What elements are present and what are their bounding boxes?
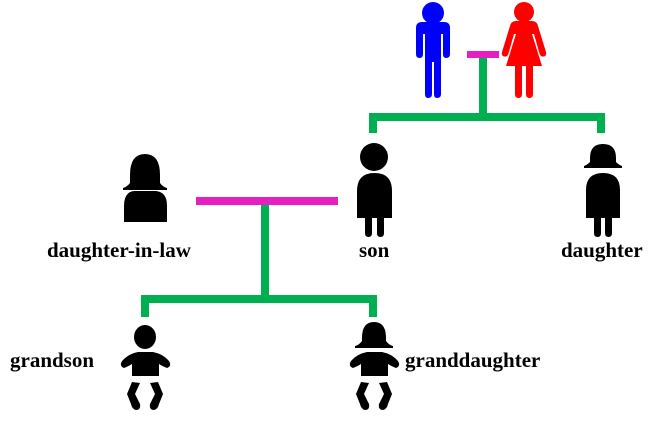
grandparents-descent-stem <box>479 58 487 121</box>
grandparents-marriage-line <box>467 51 499 58</box>
grandson-drop-line <box>141 295 149 317</box>
daughter-in-law-label: daughter-in-law <box>47 238 191 262</box>
daughter-label: daughter <box>561 238 643 262</box>
granddaughter-label: granddaughter <box>405 348 541 372</box>
baby-boy-icon <box>120 325 171 410</box>
man-icon <box>416 2 450 98</box>
woman-icon <box>501 2 547 98</box>
grandson-label: grandson <box>10 348 95 372</box>
parents-marriage-line <box>196 197 338 205</box>
grandchildren-bar <box>141 295 377 303</box>
children-bar <box>369 113 605 121</box>
son-label: son <box>359 238 390 262</box>
woman-bust-icon <box>123 154 167 222</box>
parents-descent-stem <box>261 205 269 303</box>
baby-girl-icon <box>349 322 400 410</box>
son-drop-line <box>369 113 377 133</box>
boy-icon <box>357 143 392 237</box>
daughter-drop-line <box>597 113 605 133</box>
girl-icon <box>584 144 622 237</box>
granddaughter-drop-line <box>369 295 377 317</box>
